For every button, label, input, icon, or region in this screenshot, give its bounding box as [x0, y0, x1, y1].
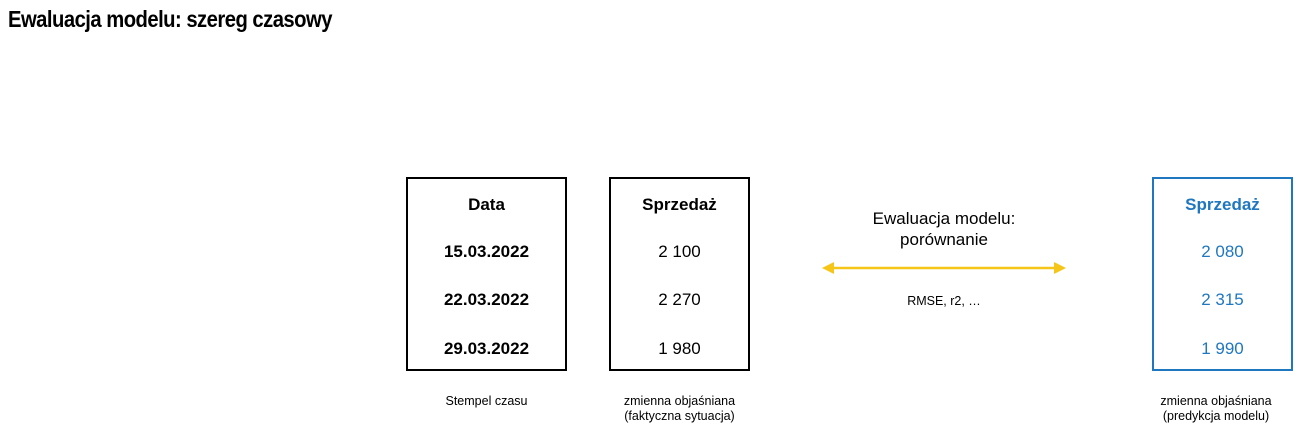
- actual-sales-caption: zmienna objaśniana (faktyczna sytuacja): [589, 394, 770, 424]
- predicted-sales-caption-line1: zmienna objaśniana: [1160, 394, 1272, 408]
- predicted-sales-row: 1 990: [1201, 339, 1244, 358]
- actual-sales-caption-line2: (faktyczna sytuacja): [624, 409, 735, 423]
- actual-sales-row: 1 980: [658, 339, 701, 358]
- date-table-caption: Stempel czasu: [445, 394, 528, 408]
- date-table-row: 15.03.2022: [443, 242, 530, 261]
- predicted-sales-header: Sprzedaż: [1185, 195, 1260, 214]
- predicted-sales-row: 2 315: [1201, 290, 1244, 309]
- date-table: Data 15.03.2022 22.03.2022 29.03.2022: [406, 177, 567, 371]
- double-arrow-icon: [822, 262, 1066, 274]
- actual-sales-header: Sprzedaż: [642, 195, 717, 214]
- evaluation-metrics: RMSE, r2, …: [907, 294, 981, 308]
- page-title: Ewaluacja modelu: szereg czasowy: [8, 6, 332, 32]
- predicted-sales-table: Sprzedaż 2 080 2 315 1 990: [1152, 177, 1293, 371]
- actual-sales-row: 2 100: [658, 242, 701, 261]
- predicted-sales-row: 2 080: [1201, 242, 1244, 261]
- date-table-row: 29.03.2022: [443, 339, 530, 358]
- actual-sales-row: 2 270: [658, 290, 701, 309]
- actual-sales-table: Sprzedaż 2 100 2 270 1 980: [609, 177, 750, 371]
- date-table-header: Data: [468, 195, 505, 214]
- evaluation-label-line1: Ewaluacja modelu:: [872, 209, 1016, 228]
- evaluation-label-line2: porównanie: [900, 230, 988, 249]
- predicted-sales-caption-line2: (predykcja modelu): [1162, 409, 1270, 423]
- predicted-sales-caption: zmienna objaśniana (predykcja modelu): [1132, 394, 1300, 424]
- actual-sales-caption-line1: zmienna objaśniana: [623, 394, 736, 408]
- evaluation-label: Ewaluacja modelu: porównanie: [822, 208, 1066, 250]
- date-table-row: 22.03.2022: [443, 290, 530, 309]
